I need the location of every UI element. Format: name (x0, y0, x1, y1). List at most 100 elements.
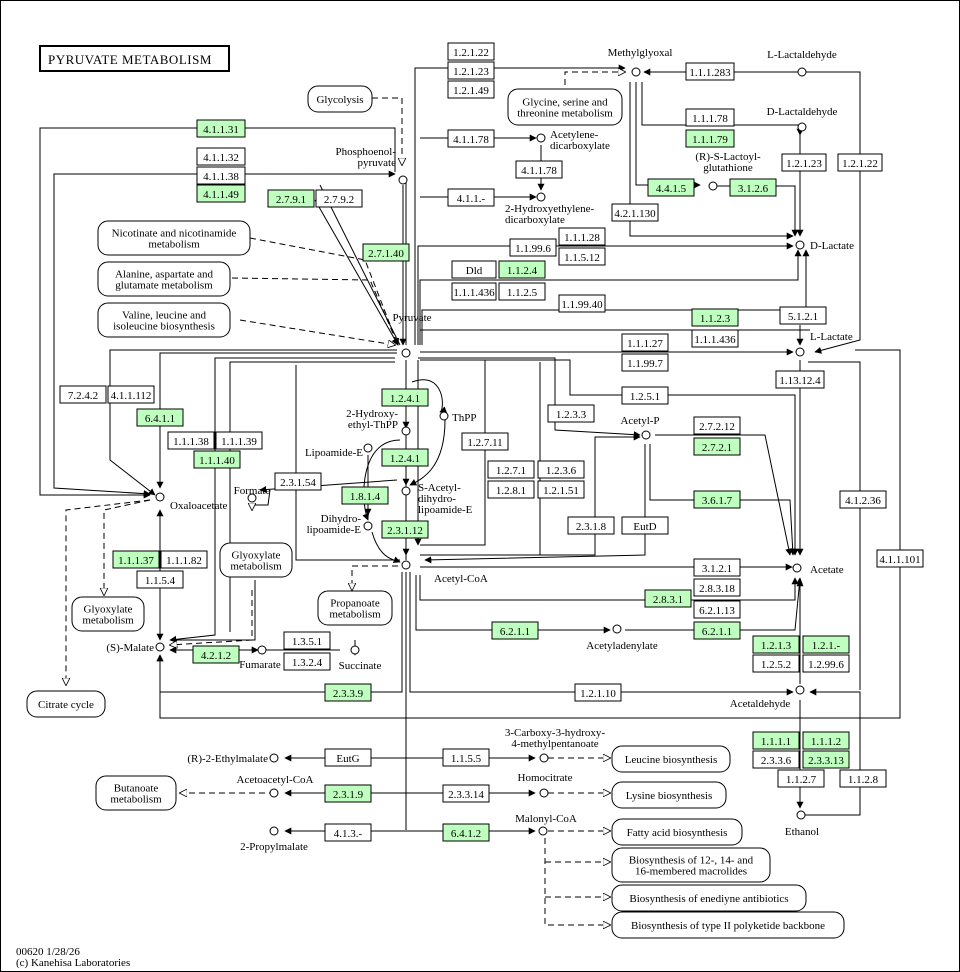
compound-node[interactable]: Fumarate (239, 645, 281, 671)
enzyme-box[interactable]: 4.1.1.49 (196, 184, 246, 203)
compound-node[interactable]: Acetoacetyl-CoA (237, 774, 314, 798)
enzyme-box[interactable]: 2.7.9.2 (315, 189, 363, 208)
enzyme-box[interactable]: 1.1.99.7 (621, 353, 669, 372)
compound-node[interactable]: 2-Hydroxy-ethyl-ThPP (346, 408, 411, 436)
enzyme-box[interactable]: 2.3.1.54 (274, 472, 322, 491)
compound-node[interactable]: Acetate (792, 563, 844, 576)
enzyme-box[interactable]: 4.4.1.5 (647, 178, 695, 197)
compound-node[interactable]: (S)-Malate (106, 642, 165, 654)
pathway-map-link[interactable]: Leucine biosynthesis (611, 745, 731, 773)
enzyme-box[interactable]: 1.2.1.23 (447, 61, 495, 80)
enzyme-box[interactable]: 4.2.1.2 (192, 645, 240, 664)
enzyme-box[interactable]: 1.2.7.1 (487, 460, 535, 479)
enzyme-box[interactable]: 4.1.1.31 (196, 119, 246, 138)
enzyme-box[interactable]: 7.2.4.2 (59, 385, 107, 404)
enzyme-box[interactable]: 1.2.1.49 (447, 80, 495, 99)
enzyme-box[interactable]: 1.1.1.38 (167, 431, 215, 450)
enzyme-box[interactable]: 1.1.2.4 (498, 260, 546, 279)
compound-node[interactable]: Pyruvate (392, 312, 432, 358)
enzyme-box[interactable]: 1.13.12.4 (775, 370, 825, 389)
enzyme-box[interactable]: 6.4.1.2 (442, 823, 490, 842)
enzyme-box[interactable]: 1.2.5.2 (752, 654, 800, 673)
enzyme-box[interactable]: 1.2.1.51 (537, 480, 585, 499)
pathway-map-link[interactable]: Lysine biosynthesis (611, 781, 727, 809)
enzyme-box[interactable]: 1.1.99.40 (558, 294, 606, 313)
enzyme-box[interactable]: 1.8.1.4 (341, 486, 389, 505)
enzyme-box[interactable]: 1.2.1.22 (447, 42, 495, 61)
enzyme-box[interactable]: 6.2.1.1 (693, 621, 741, 640)
enzyme-box[interactable]: 1.2.7.11 (461, 432, 509, 451)
enzyme-box[interactable]: 1.2.1.- (802, 635, 850, 654)
pathway-map-link[interactable]: Fatty acid biosynthesis (611, 818, 743, 846)
enzyme-box[interactable]: 2.3.1.9 (324, 784, 372, 803)
enzyme-box[interactable]: 4.1.1.38 (196, 166, 246, 185)
enzyme-box[interactable]: 2.3.3.9 (324, 683, 372, 702)
compound-node[interactable]: Acetyladenylate (586, 624, 658, 652)
compound-node[interactable]: (R)-2-Ethylmalate (187, 753, 279, 765)
enzyme-box[interactable]: 1.1.99.6 (509, 238, 557, 257)
enzyme-box[interactable]: 4.1.1.78 (447, 129, 495, 148)
enzyme-box[interactable]: 1.2.1.3 (752, 635, 800, 654)
enzyme-box[interactable]: 1.1.1.39 (215, 431, 263, 450)
enzyme-box[interactable]: 4.1.2.36 (839, 490, 887, 509)
enzyme-box[interactable]: 4.1.1.32 (196, 147, 246, 166)
enzyme-box[interactable]: 1.1.1.1 (752, 731, 800, 750)
compound-node[interactable]: L-Lactaldehyde (767, 49, 837, 77)
compound-node[interactable]: Acetyl-P (620, 415, 660, 440)
enzyme-box[interactable]: 1.1.1.40 (193, 450, 241, 469)
compound-node[interactable]: 2-Propylmalate (240, 826, 308, 853)
enzyme-box[interactable]: 1.1.1.436 (691, 329, 739, 348)
compound-node[interactable]: (R)-S-Lactoyl-glutathione (695, 151, 761, 191)
enzyme-box[interactable]: 4.1.1.112 (107, 385, 155, 404)
enzyme-box[interactable]: EutD (621, 516, 669, 535)
enzyme-box[interactable]: 2.3.3.13 (802, 750, 850, 769)
enzyme-box[interactable]: 1.2.4.1 (381, 448, 429, 467)
enzyme-box[interactable]: 1.2.4.1 (381, 388, 429, 407)
enzyme-box[interactable]: 1.1.1.37 (112, 550, 160, 569)
enzyme-box[interactable]: 2.3.3.14 (442, 784, 490, 803)
enzyme-box[interactable]: 2.7.2.12 (693, 416, 741, 435)
enzyme-box[interactable]: 1.2.1.10 (574, 683, 622, 702)
enzyme-box[interactable]: 3.6.1.7 (693, 490, 741, 509)
enzyme-box[interactable]: 2.3.1.8 (567, 516, 615, 535)
enzyme-box[interactable]: 2.3.1.12 (381, 520, 429, 539)
enzyme-box[interactable]: 2.7.9.1 (267, 189, 315, 208)
enzyme-box[interactable]: 6.2.1.13 (693, 600, 741, 619)
pathway-map-link[interactable]: Biosynthesis of type II polyketide backb… (611, 911, 845, 939)
enzyme-box[interactable]: 2.8.3.1 (644, 589, 692, 608)
enzyme-box[interactable]: 1.2.1.22 (837, 153, 883, 172)
enzyme-box[interactable]: 3.1.2.6 (729, 178, 777, 197)
compound-node[interactable]: Homocitrate (518, 772, 573, 798)
compound-node[interactable]: Dihydro-lipoamide-E (307, 513, 373, 536)
compound-node[interactable]: Oxaloacetate (155, 492, 228, 512)
compound-node[interactable]: D-Lactate (795, 240, 854, 252)
enzyme-box[interactable]: 1.1.1.79 (685, 129, 735, 148)
enzyme-box[interactable]: 1.2.5.1 (621, 386, 669, 405)
enzyme-box[interactable]: 6.2.1.1 (491, 621, 539, 640)
enzyme-box[interactable]: 1.2.99.6 (802, 654, 850, 673)
compound-node[interactable]: Acetaldehyde (730, 685, 805, 710)
enzyme-box[interactable]: 1.1.1.436 (451, 282, 497, 301)
enzyme-box[interactable]: 1.1.2.3 (691, 308, 739, 327)
enzyme-box[interactable]: 1.1.1.78 (685, 108, 735, 127)
enzyme-box[interactable]: 1.1.5.12 (558, 247, 606, 266)
compound-node[interactable]: Phosphoenol-pyruvate (336, 146, 408, 185)
pathway-map-link[interactable]: Biosynthesis of enediyne antibiotics (611, 884, 807, 912)
enzyme-box[interactable]: 1.1.5.5 (442, 748, 490, 767)
compound-node[interactable]: Acetylene-dicarboxylate (536, 129, 610, 152)
enzyme-box[interactable]: 1.2.3.3 (547, 404, 595, 423)
enzyme-box[interactable]: 1.2.1.23 (781, 153, 827, 172)
enzyme-box[interactable]: 1.1.1.27 (621, 333, 669, 352)
enzyme-box[interactable]: 6.4.1.1 (136, 408, 184, 427)
compound-node[interactable]: Lipoamide-E (305, 443, 373, 459)
compound-node[interactable]: S-Acetyl-dihydro-lipoamide-E (401, 482, 473, 516)
compound-node[interactable]: D-Lactaldehyde (767, 106, 838, 132)
